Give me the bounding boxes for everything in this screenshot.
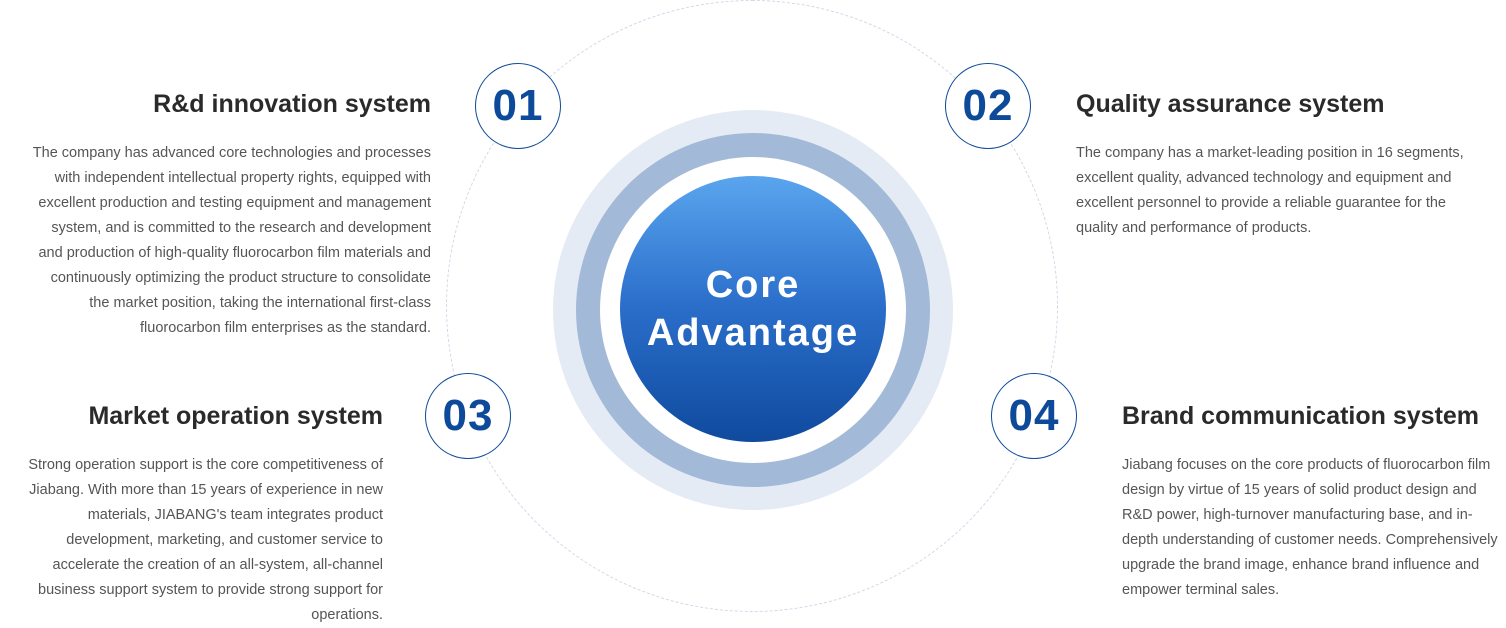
brand-communication-title: Brand communication system (1122, 402, 1480, 430)
brand-communication-description: Jiabang focuses on the core products of … (1122, 457, 1498, 598)
badge-number: 04 (1008, 391, 1060, 440)
dashed-orbit-ring (446, 0, 1058, 612)
core-advantage-circle: Core Advantage (620, 176, 886, 442)
rd-innovation-description: The company has advanced core technologi… (32, 145, 431, 336)
rd-innovation-block: R&d innovation system The company has ad… (30, 89, 431, 341)
number-badge-01: 01 (475, 63, 561, 149)
market-operation-block: Market operation system Strong operation… (0, 401, 383, 628)
quality-assurance-block: Quality assurance system The company has… (1076, 89, 1486, 241)
rd-innovation-title: R&d innovation system (153, 90, 431, 118)
quality-assurance-title: Quality assurance system (1076, 90, 1385, 118)
core-title-line-1: Core (705, 264, 801, 306)
brand-communication-block: Brand communication system Jiabang focus… (1122, 401, 1506, 603)
quality-assurance-description: The company has a market-leading positio… (1076, 145, 1464, 236)
market-operation-description: Strong operation support is the core com… (28, 457, 383, 623)
number-badge-02: 02 (945, 63, 1031, 149)
badge-number: 01 (492, 81, 544, 130)
number-badge-04: 04 (991, 373, 1077, 459)
number-badge-03: 03 (425, 373, 511, 459)
core-title-line-2: Advantage (646, 312, 860, 354)
badge-number: 02 (962, 81, 1014, 130)
badge-number: 03 (442, 391, 494, 440)
market-operation-title: Market operation system (88, 402, 383, 430)
